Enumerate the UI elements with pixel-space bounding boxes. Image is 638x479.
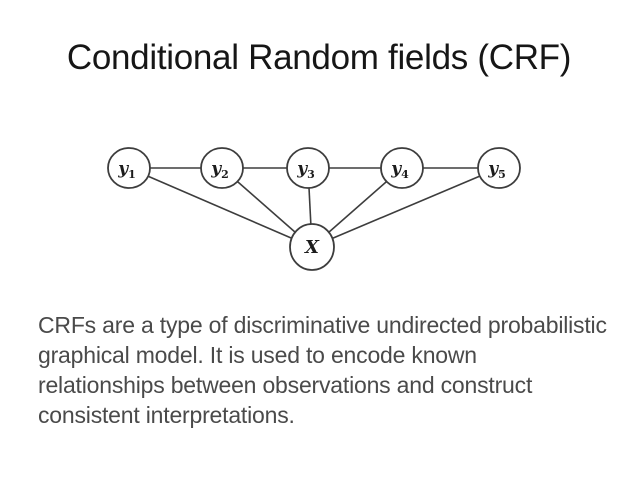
body-line-1: CRFs are a type of discriminative undire… <box>38 312 607 338</box>
node-y1-label: y1 <box>117 159 136 181</box>
node-y3 <box>286 147 330 189</box>
edge-y5-x <box>311 167 500 248</box>
node-x <box>289 223 335 271</box>
edge-y1-x <box>128 167 313 248</box>
node-y5 <box>477 147 521 189</box>
node-y2-label: y2 <box>210 159 229 181</box>
body-line-4: consistent interpretations. <box>38 402 295 428</box>
node-y5-label: y5 <box>487 159 506 181</box>
node-x-label: X <box>304 237 320 258</box>
node-y4-label: y4 <box>390 159 409 181</box>
node-y2 <box>200 147 244 189</box>
body-text: CRFs are a type of discriminative undire… <box>38 310 628 430</box>
node-y4 <box>380 147 424 189</box>
body-line-3: relationships between observations and c… <box>38 372 533 398</box>
slide-title: Conditional Random fields (CRF) <box>66 38 572 77</box>
body-line-2: graphical model. It is used to encode kn… <box>38 342 477 368</box>
node-y3-label: y3 <box>296 159 315 181</box>
node-y1 <box>107 147 151 189</box>
